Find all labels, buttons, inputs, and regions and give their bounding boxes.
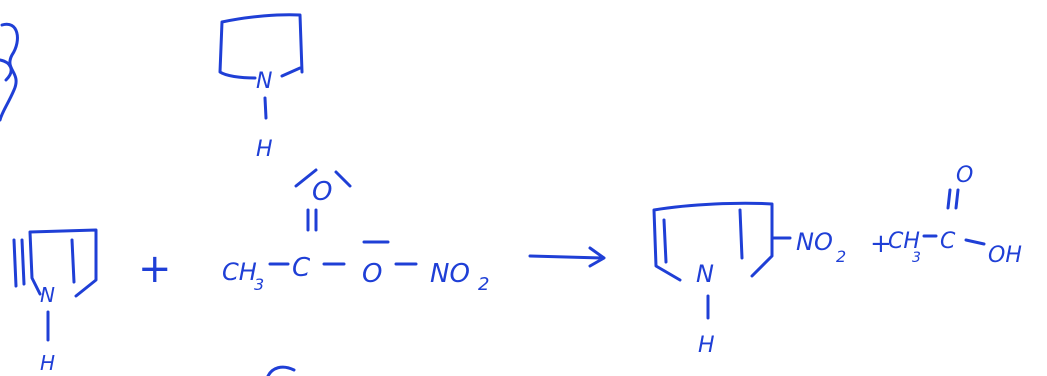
acid-carbonyl-o: O <box>956 163 973 188</box>
top-ring-nh-bond <box>263 96 268 120</box>
product-no: NO <box>796 228 833 256</box>
reagent-o-lone-pairs <box>294 168 352 188</box>
reagent-double-bond <box>306 208 318 232</box>
reagent-no: NO <box>430 259 470 289</box>
product-h: H <box>698 333 715 358</box>
acid-bond-2 <box>964 238 986 246</box>
reaction-arrow <box>528 246 606 268</box>
top-ring-h: H <box>256 137 273 162</box>
reagent-ch3: CH <box>222 258 257 286</box>
pyrrole-n: N <box>40 283 55 307</box>
acid-carbon: C <box>940 229 956 254</box>
top-ring-molecule: N H <box>218 13 304 162</box>
product-n: N <box>696 260 714 288</box>
reagent-carbon: C <box>292 253 311 283</box>
reagent-sub3: 3 <box>254 275 264 294</box>
acid-oh: OH <box>988 243 1022 268</box>
left-edge-scribble <box>0 22 19 122</box>
pyrrole-h: H <box>40 351 55 375</box>
plus-sign-1: + <box>138 246 172 292</box>
acid-ch3: CH <box>888 229 920 254</box>
reagent-sub2: 2 <box>478 274 489 295</box>
acid-double-bond <box>946 188 960 210</box>
top-ring <box>218 13 304 80</box>
pyrrole-reactant: N H <box>12 228 98 375</box>
acetic-acid-product: CH 3 C O OH <box>888 163 1022 268</box>
product-sub2: 2 <box>836 247 846 266</box>
acid-sub3: 3 <box>912 250 921 266</box>
bottom-partial-stroke <box>266 365 296 376</box>
nitropyrrole-product: N H NO 2 <box>652 201 846 358</box>
acetyl-nitrate-reagent: CH 3 C O O NO 2 <box>222 168 489 295</box>
plus-sign-2: + <box>870 229 892 259</box>
reagent-ester-o: O <box>362 259 382 289</box>
pyrrole-ring <box>12 228 98 298</box>
top-ring-n: N <box>256 69 272 94</box>
reagent-carbonyl-o: O <box>312 177 332 207</box>
product-ring <box>652 201 774 282</box>
